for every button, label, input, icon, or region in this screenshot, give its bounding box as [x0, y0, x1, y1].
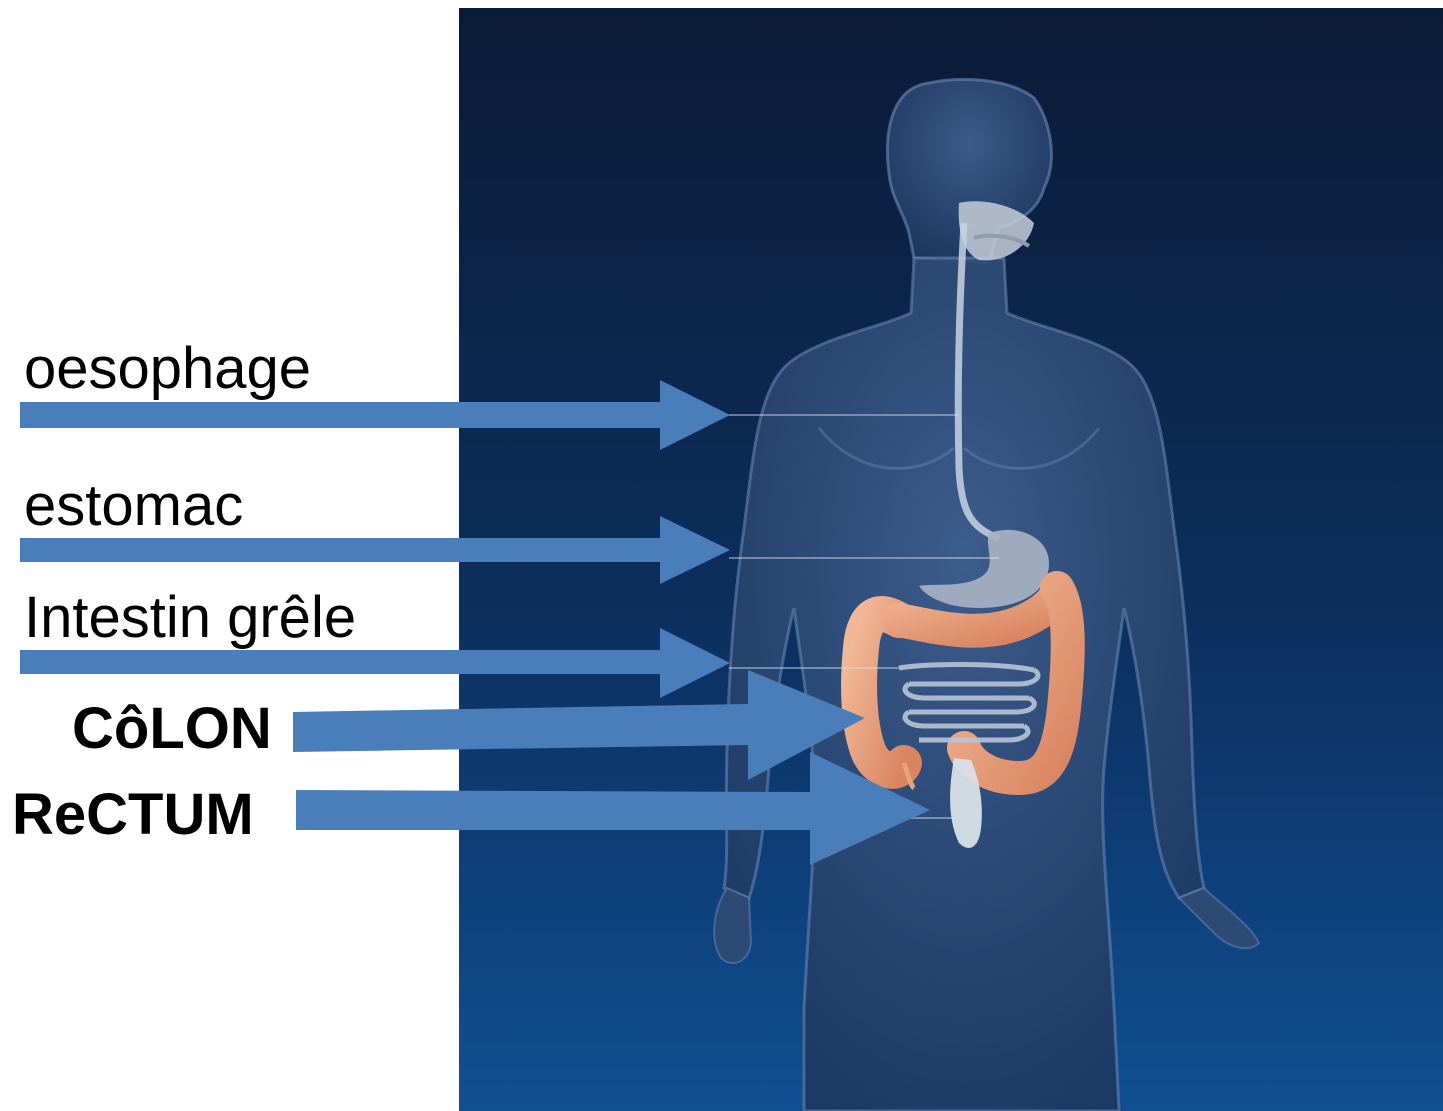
label-colon: CôLON — [72, 700, 272, 758]
digestive-system-illustration — [459, 8, 1443, 1111]
label-oesophage: oesophage — [24, 340, 311, 398]
label-rectum: ReCTUM — [12, 786, 254, 844]
label-estomac: estomac — [24, 477, 243, 535]
label-intestin-grele: Intestin grêle — [24, 589, 356, 647]
